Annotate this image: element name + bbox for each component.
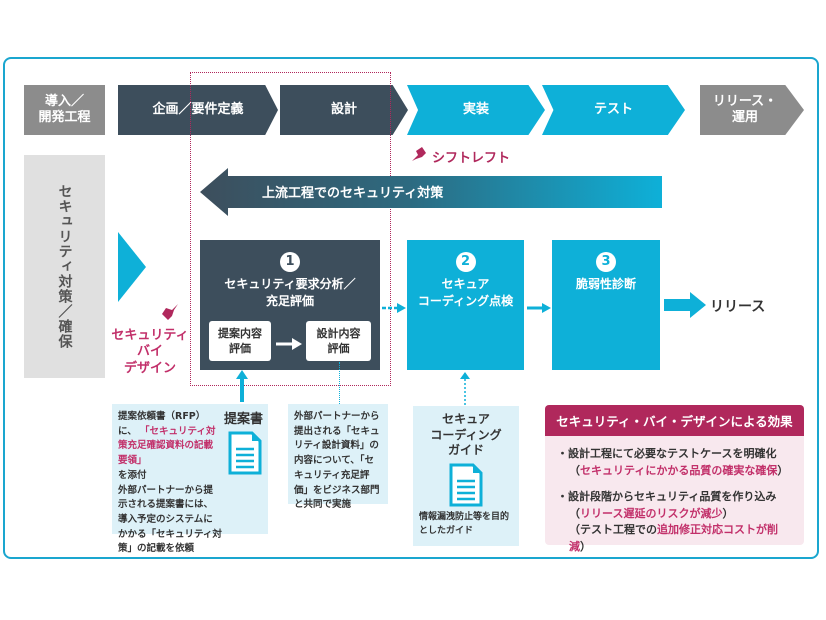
security-by-design-label: セキュリティ バイ デザイン [111, 328, 189, 376]
step-3-box: 3 脆弱性診断 [552, 240, 660, 370]
proposal-evaluation-box: 提案内容 評価 [209, 321, 271, 361]
effect-main: ・設計段階からセキュリティ品質を作り込み [557, 490, 777, 503]
effect-main: ・設計工程にて必要なテストケースを明確化 [557, 447, 777, 460]
effect-sub-suffix: ） [777, 463, 789, 477]
upstream-focus-region [190, 72, 391, 386]
stage-design: 設計 [280, 85, 408, 135]
note-text: 外部パートナーから提出される「セキュリティ設計資料」の内容について、「セキュリテ… [294, 411, 380, 511]
effect-sub: （テスト工程での追加修正対応コストが削減） [557, 522, 794, 555]
release-label: リリース [710, 299, 766, 315]
effect-sub: （リリース遅延のリスクが減少） [557, 506, 794, 523]
shift-left-callout: シフトレフト [410, 145, 510, 167]
coding-guide-caption: 情報漏洩防止等を目的としたガイド [419, 511, 510, 536]
step-number: 2 [455, 252, 476, 272]
effect-item: ・設計段階からセキュリティ品質を作り込み （リリース遅延のリスクが減少） （テス… [557, 489, 794, 555]
effect-sub-highlight: セキュリティにかかる品質の確実な確保 [580, 463, 778, 477]
note-text: を添付 [118, 469, 147, 481]
step-number: 3 [596, 252, 616, 272]
stage-implementation: 実装 [407, 85, 545, 135]
dotted-connector [339, 362, 340, 404]
stage-label: 企画／要件定義 [152, 101, 244, 117]
pointing-hand-icon [160, 302, 180, 326]
stage-label: 実装 [462, 101, 489, 117]
effect-sub-prefix: （ [569, 463, 580, 477]
dotted-arrow-icon [382, 298, 406, 317]
document-icon [419, 463, 513, 507]
coding-guide-note: セキュア コーディング ガイド 情報漏洩防止等を目的としたガイド [413, 406, 519, 546]
stage-label: リリース・ 運用 [712, 93, 778, 125]
note-highlight: 「セキュリティ対策充足確認資料の記載要領」 [118, 425, 216, 467]
side-label: セキュリティ対策／確保 [56, 184, 73, 349]
effect-sub-suffix: ） [722, 506, 734, 520]
upstream-arrow-label: 上流工程でのセキュリティ対策 [262, 186, 444, 201]
up-arrow-icon [236, 370, 248, 406]
effect-sub-highlight: リリース遅延のリスクが減少 [580, 506, 723, 520]
stage-label: テスト [593, 101, 633, 117]
step-1-box: 1 セキュリティ要求分析／ 充足評価 提案内容 評価 設計内容 評価 [200, 240, 380, 370]
note-text: 外部パートナーから提示される提案書には、導入予定のシステムにかかる「セキュリティ… [118, 484, 222, 555]
design-evaluation-box: 設計内容 評価 [306, 321, 371, 361]
effects-panel: セキュリティ・バイ・デザインによる効果 ・設計工程にて必要なテストケースを明確化… [545, 405, 804, 553]
effect-sub-suffix: ） [580, 539, 591, 553]
note-text: 提案依頼書（RFP）に、 [118, 411, 206, 437]
stage-label: 設計 [330, 101, 357, 117]
step-2-box: 2 セキュア コーディング点検 [407, 240, 524, 370]
step-title: セキュア コーディング点検 [417, 277, 514, 309]
upstream-security-arrow: 上流工程でのセキュリティ対策 [200, 168, 662, 216]
right-arrow-icon [276, 335, 302, 354]
shift-left-label: シフトレフト [432, 150, 511, 166]
stage-test: テスト [542, 85, 685, 135]
effect-sub: （セキュリティにかかる品質の確実な確保） [557, 463, 794, 480]
effect-item: ・設計工程にて必要なテストケースを明確化 （セキュリティにかかる品質の確実な確保… [557, 446, 794, 479]
stage-planning: 企画／要件定義 [118, 85, 278, 135]
step-number: 1 [280, 252, 300, 272]
security-measures-side-panel: セキュリティ対策／確保 [24, 155, 105, 378]
proposal-note: 提案依頼書（RFP）に、 「セキュリティ対策充足確認資料の記載要領」 を添付 外… [112, 404, 268, 554]
step-title: セキュリティ要求分析／ 充足評価 [224, 277, 356, 309]
effect-sub-prefix: （ [569, 506, 580, 520]
right-arrow-icon [527, 298, 551, 317]
effect-sub-prefix: （テスト工程での [569, 523, 657, 536]
effect-sub-highlight: 追加修正対応コストが削減 [569, 523, 778, 553]
up-arrow-icon [460, 372, 470, 410]
coding-guide-title: セキュア コーディング ガイド [430, 412, 502, 458]
pointing-hand-icon [410, 145, 428, 167]
release-arrow-icon [664, 292, 706, 322]
stage-release-operation: リリース・ 運用 [700, 85, 804, 135]
process-header-label: 導入／ 開発工程 [24, 85, 105, 135]
step-title: 脆弱性診断 [575, 277, 636, 291]
proposal-title: 提案書 [224, 412, 264, 427]
design-note: 外部パートナーから提出される「セキュリティ設計資料」の内容について、「セキュリテ… [288, 404, 388, 510]
document-icon [228, 431, 262, 475]
effects-title: セキュリティ・バイ・デザインによる効果 [545, 405, 804, 436]
